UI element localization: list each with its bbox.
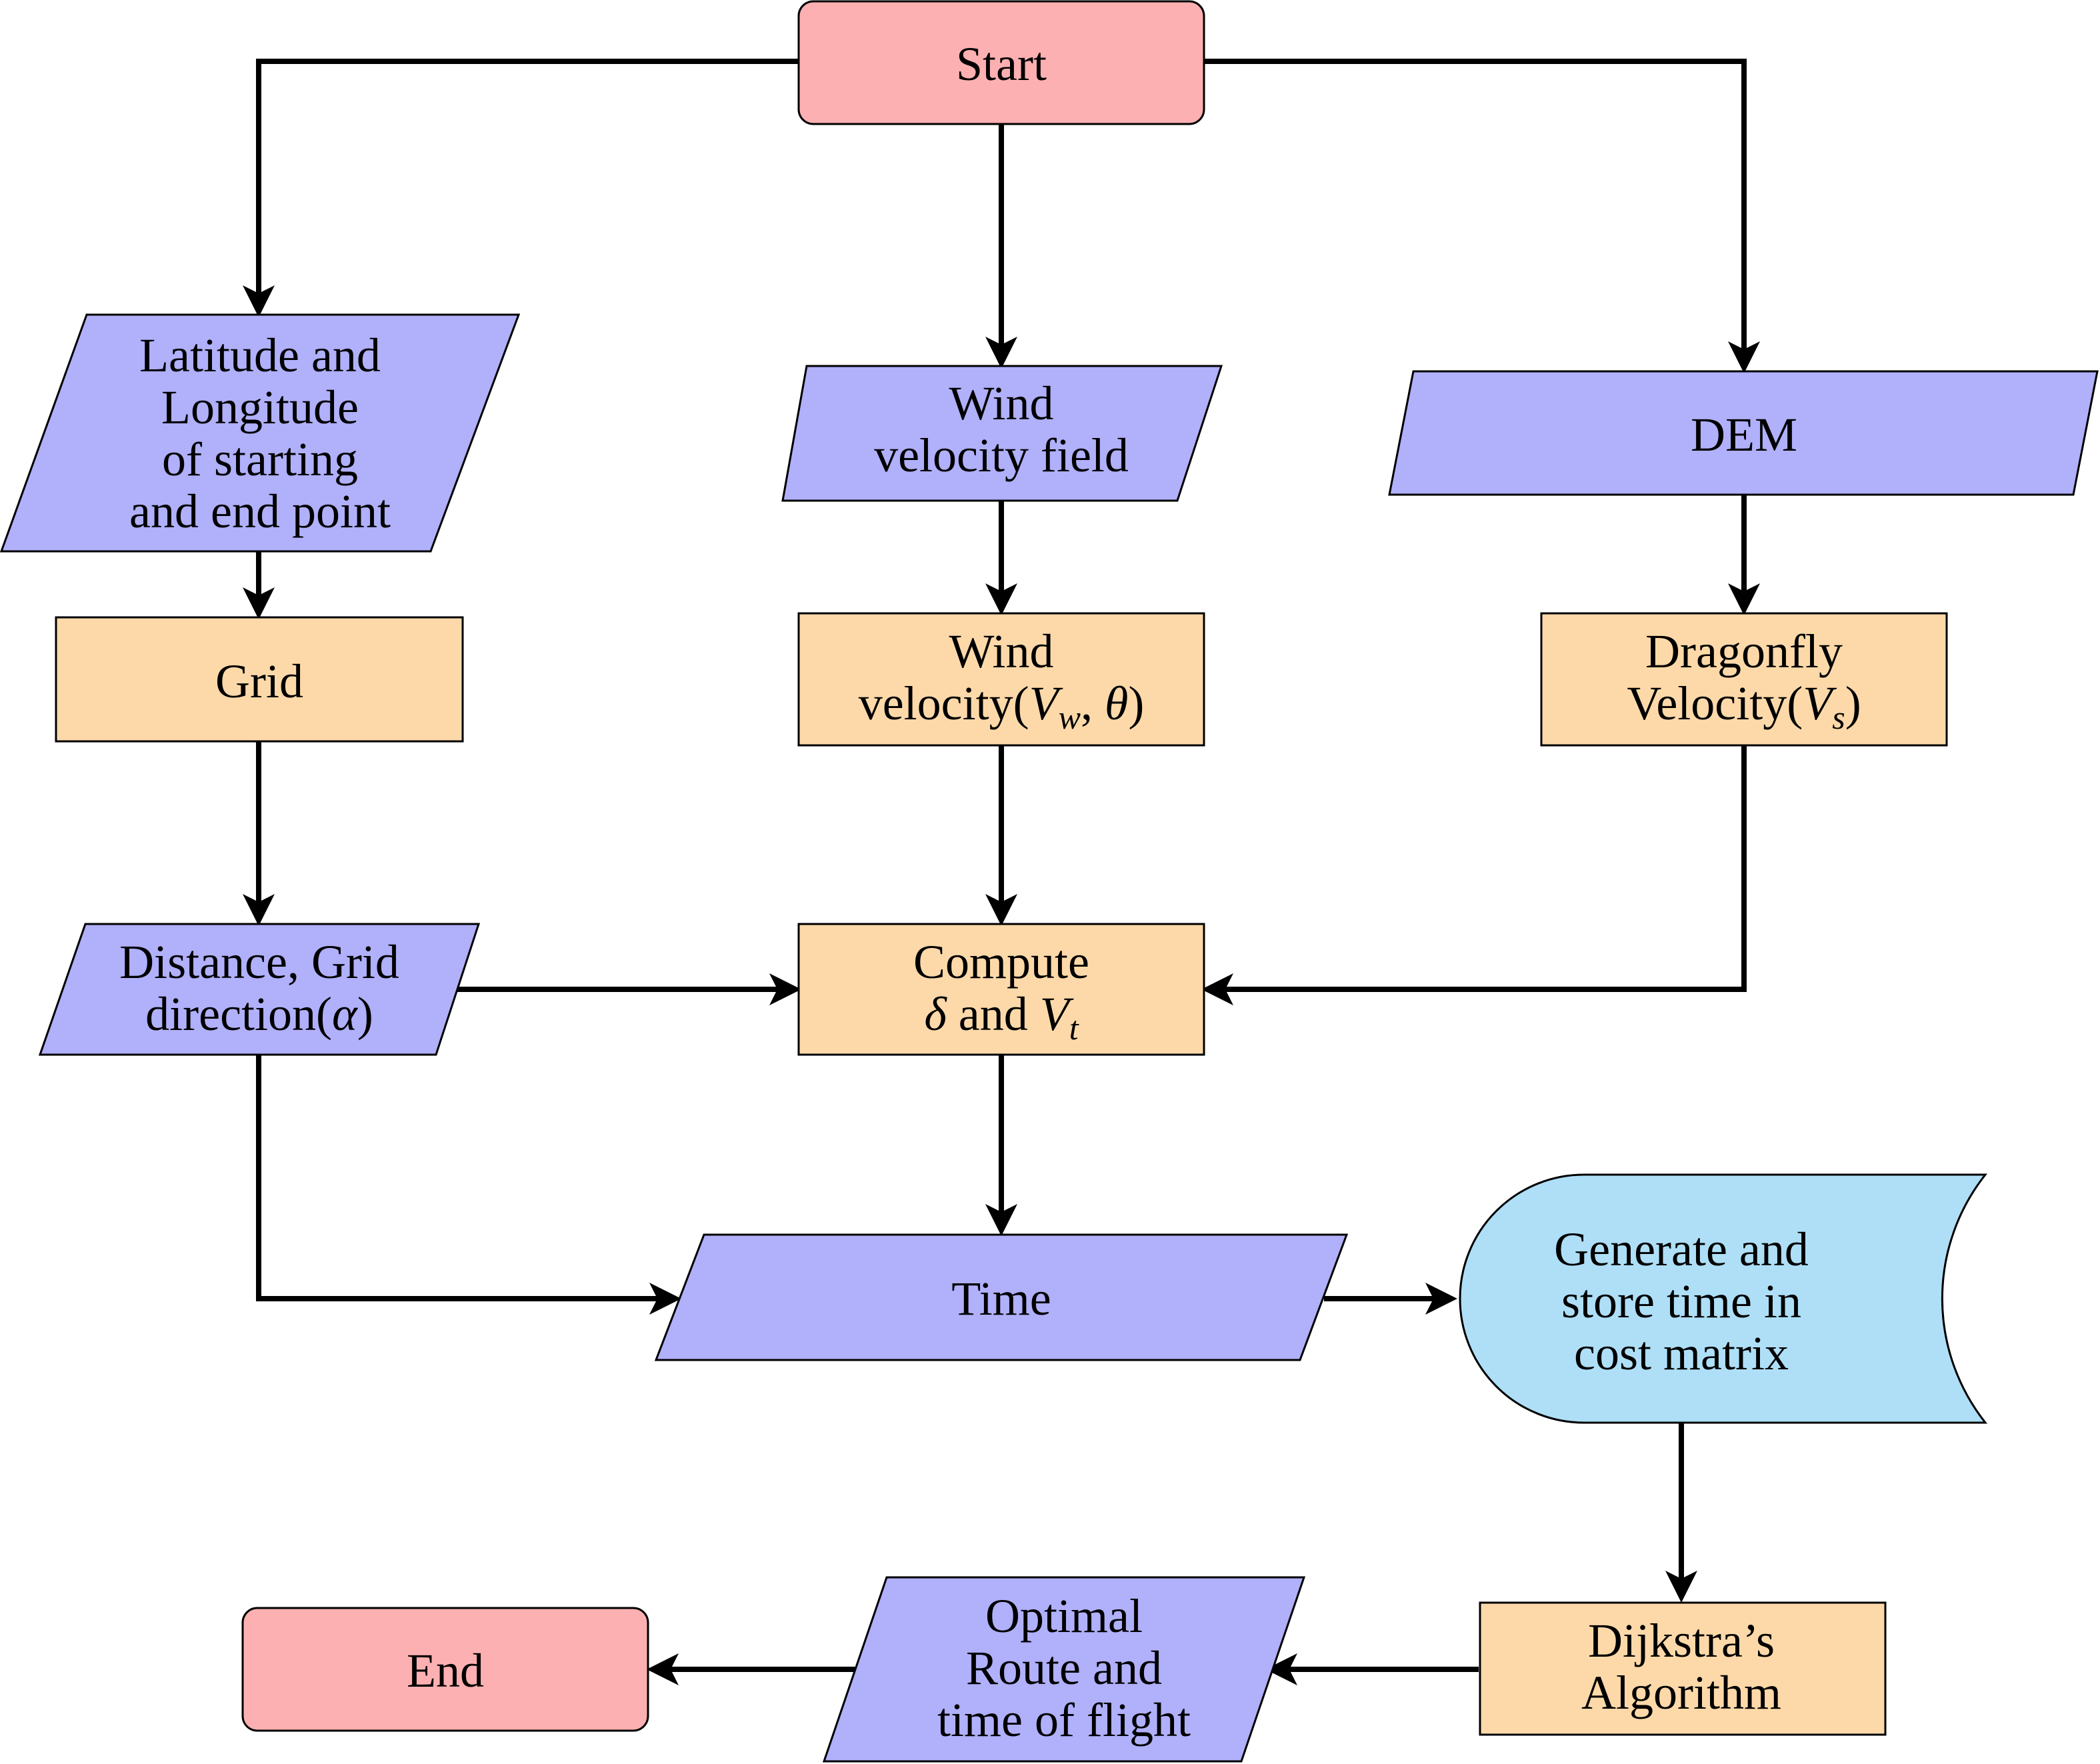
wind-velocity-process-shape — [797, 612, 1205, 747]
edges — [243, 59, 1760, 1685]
edge-start-to-dem — [1204, 59, 1760, 373]
node-end: End — [241, 1607, 649, 1732]
cost-matrix-storage-shape — [1459, 1173, 1988, 1424]
node-time: Time — [654, 1233, 1349, 1361]
end-label: End — [407, 1644, 484, 1697]
start-terminal-shape — [797, 0, 1205, 125]
dem-label: DEM — [1691, 408, 1797, 461]
grid-label: Grid — [215, 655, 303, 708]
edge-distance-to-time — [256, 1055, 681, 1315]
wind-field-input-shape — [781, 365, 1223, 502]
node-grid: Grid — [55, 616, 464, 743]
dem-input-shape — [1388, 370, 2099, 496]
edge-dragonfly-velocity-to-compute — [1201, 745, 1747, 1005]
edge-start-to-lat-long — [243, 59, 799, 317]
end-terminal-shape — [241, 1607, 649, 1732]
optimal-route-input-shape — [822, 1576, 1306, 1763]
node-start: Start — [797, 0, 1205, 125]
dragonfly-velocity-process-shape — [1540, 612, 1948, 747]
time-input-shape — [654, 1233, 1349, 1361]
node-dem: DEM — [1388, 370, 2099, 496]
dijkstra-process-shape — [1479, 1601, 1887, 1736]
start-label: Start — [956, 37, 1047, 91]
lat-long-input-shape — [0, 313, 521, 553]
grid-process-shape — [55, 616, 464, 743]
compute-process-shape — [797, 923, 1205, 1056]
time-label: Time — [951, 1272, 1051, 1325]
distance-input-shape — [38, 923, 481, 1056]
